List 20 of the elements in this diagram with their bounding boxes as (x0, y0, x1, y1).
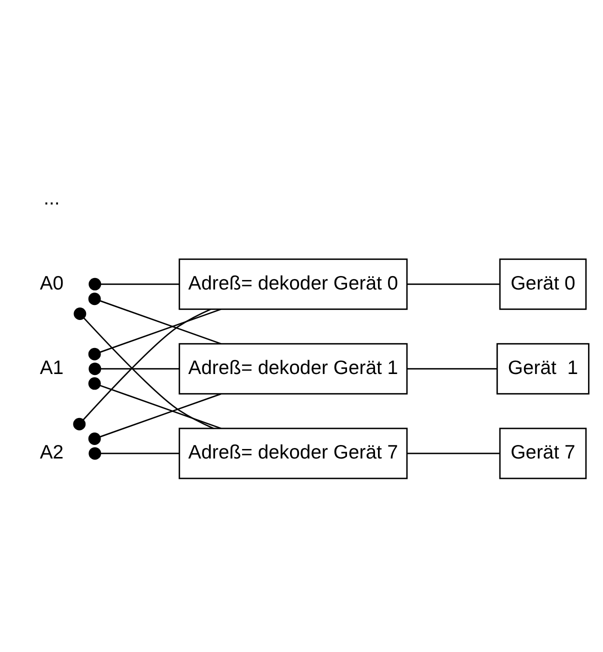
node-box: Gerät 0 (499, 258, 587, 310)
node-box: Gerät 1 (496, 342, 590, 394)
connector (88, 446, 180, 460)
connector (88, 308, 222, 360)
node-box: Adreß= dekoder Gerät 1 (178, 342, 408, 394)
connector (407, 282, 500, 284)
node-box: Adreß= dekoder Gerät 0 (178, 258, 408, 310)
node-text: A2 (40, 441, 64, 464)
connector (88, 392, 222, 444)
node-text: A1 (40, 356, 64, 378)
connector (407, 452, 500, 454)
node-box: Adreß= dekoder Gerät 7 (178, 427, 408, 479)
connector (88, 292, 222, 344)
connector (88, 376, 222, 429)
connector (88, 277, 180, 290)
connector (88, 362, 180, 375)
connector (407, 368, 498, 370)
node-box: Gerät 7 (499, 427, 587, 479)
node-text: A0 (40, 272, 64, 294)
label: ... (44, 187, 60, 210)
